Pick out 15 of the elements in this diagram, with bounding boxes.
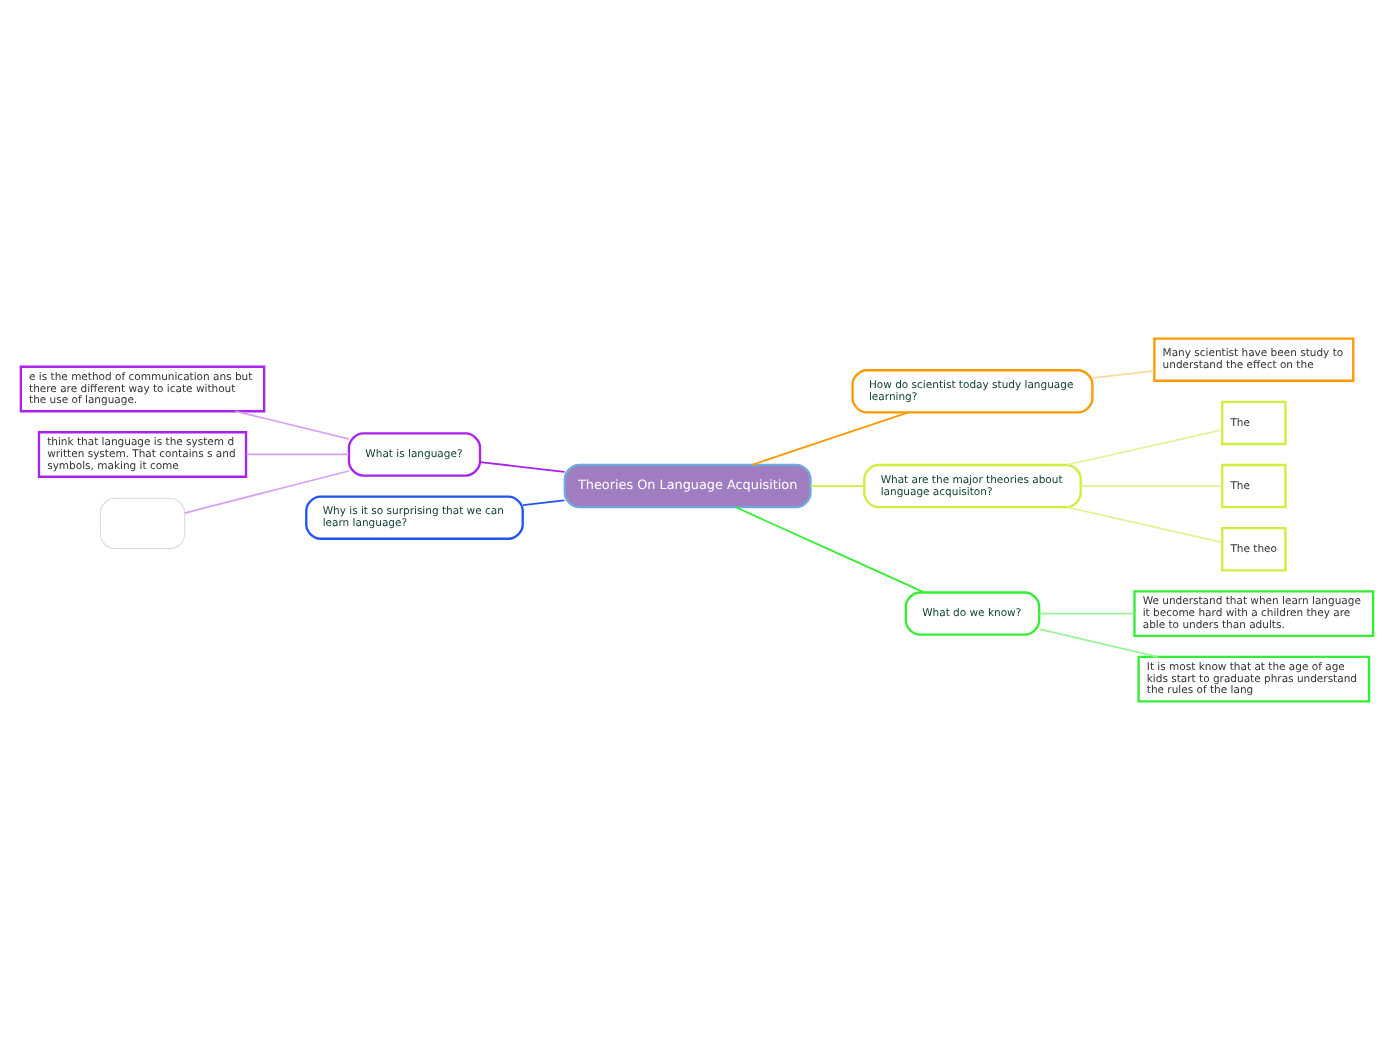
connector bbox=[234, 410, 350, 440]
connector bbox=[1038, 628, 1159, 658]
connector bbox=[479, 461, 566, 473]
connector bbox=[522, 499, 566, 506]
connector bbox=[1066, 428, 1223, 466]
connector bbox=[1038, 612, 1136, 615]
node-box bbox=[99, 497, 186, 550]
connector bbox=[809, 485, 865, 487]
connector bbox=[1066, 506, 1223, 544]
connector bbox=[1079, 485, 1224, 487]
connector bbox=[245, 453, 350, 456]
connector bbox=[734, 506, 926, 594]
connector bbox=[183, 470, 350, 514]
connector bbox=[751, 411, 910, 466]
connector bbox=[1091, 370, 1155, 379]
